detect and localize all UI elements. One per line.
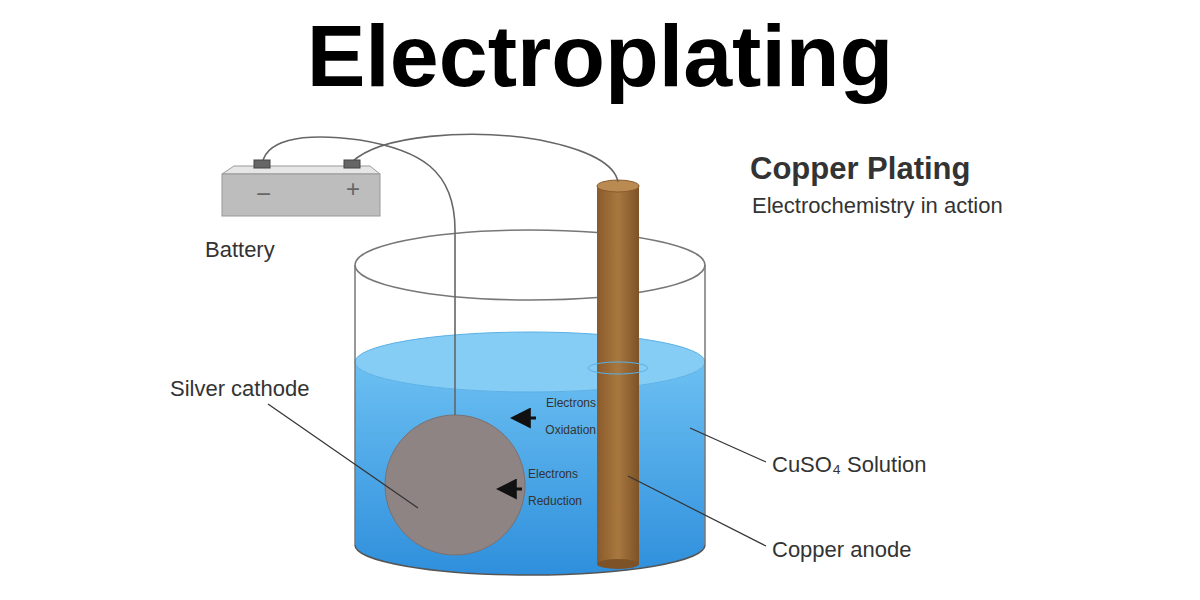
part-name: CuSO₄ Solution [772, 453, 927, 477]
beaker-bottom [355, 545, 705, 575]
reduction-electron-arrow [500, 488, 522, 491]
rod-ripple [588, 362, 648, 374]
subheading: Electrochemistry in action [752, 194, 1003, 218]
section-heading: Copper Plating [750, 152, 970, 186]
beaker-rim [355, 230, 705, 300]
process-label: Electrons [546, 397, 596, 410]
battery-body [222, 174, 380, 216]
part-name: Copper anode [772, 538, 911, 562]
leader-line [690, 428, 766, 462]
leader-line [268, 404, 418, 508]
process-label: Oxidation [545, 424, 596, 437]
oxidation-electron-arrow [514, 417, 536, 420]
rod-bottom [597, 559, 639, 569]
process-label: Electrons [528, 468, 578, 481]
copper-anode-rod [597, 186, 639, 564]
leader-line [628, 476, 766, 546]
copper-sulfate-solution [355, 362, 705, 575]
terminal-sign: + [346, 176, 360, 202]
page-title: Electroplating [0, 8, 1200, 105]
solution-surface [355, 332, 705, 392]
terminal-sign: − [256, 180, 271, 209]
battery-box: −+ [220, 156, 382, 218]
silver-cathode-disc [385, 415, 525, 555]
battery-terminal [254, 160, 270, 168]
part-name: Silver cathode [170, 377, 309, 401]
part-name: Battery [205, 238, 275, 262]
battery-terminal [344, 160, 360, 168]
beaker-wall [704, 265, 706, 545]
process-label: Reduction [528, 495, 582, 508]
anode-wire [352, 134, 618, 182]
beaker-wall [354, 265, 356, 545]
